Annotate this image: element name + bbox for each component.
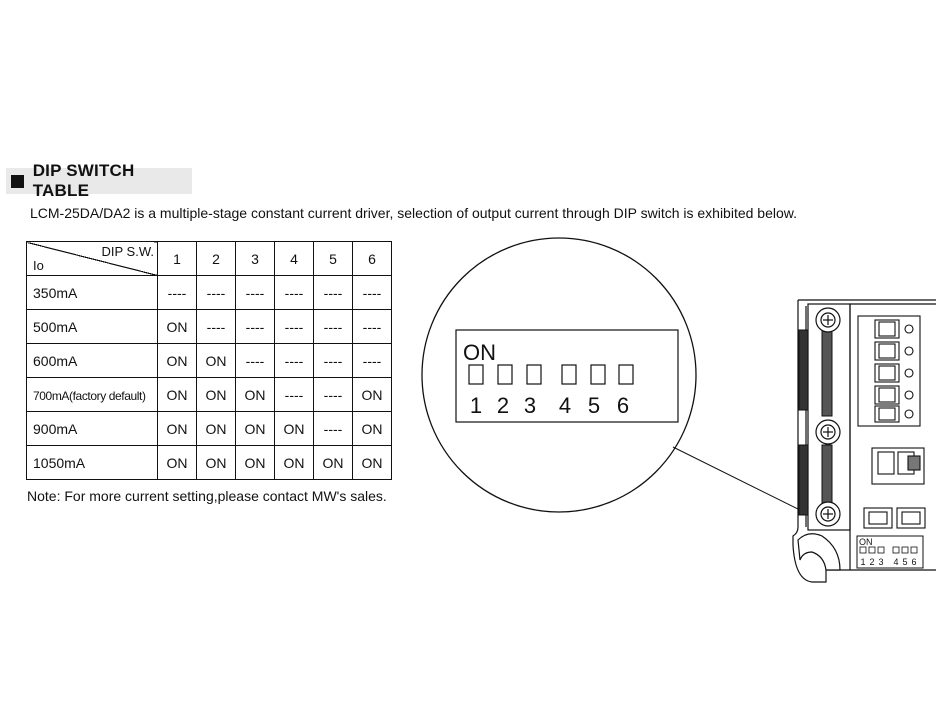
switch-state-cell: ---- xyxy=(235,275,275,310)
magnified-switch-slots xyxy=(468,364,634,385)
dip-switch-table: DIP S.W. Io 1 2 3 4 5 6 350mA-----------… xyxy=(26,241,392,480)
switch-state-cell: ON xyxy=(274,411,314,446)
switch-number: 6 xyxy=(617,393,629,418)
device-switch-number: 1 xyxy=(860,557,865,567)
terminal-block xyxy=(857,315,921,427)
switch-state-cell: ---- xyxy=(352,309,392,344)
device-on-label: ON xyxy=(859,537,873,547)
current-label-text: 700mA(factory default) xyxy=(33,388,146,403)
magnifier-circle xyxy=(421,237,697,513)
screws xyxy=(815,307,841,527)
switch-state-cell: ---- xyxy=(274,343,314,378)
row-current-label: 700mA(factory default) xyxy=(26,377,158,412)
device-switch-number: 4 xyxy=(893,557,898,567)
switch-state-cell: ON xyxy=(235,445,275,480)
switch-number: 1 xyxy=(470,393,482,418)
mounting-hook xyxy=(797,533,841,571)
switch-state-cell: ---- xyxy=(313,275,353,310)
switch-slot xyxy=(590,364,606,385)
row-current-label: 500mA xyxy=(26,309,158,344)
current-label-text: 1050mA xyxy=(33,454,86,471)
switch-state-cell: ---- xyxy=(235,343,275,378)
switch-slot xyxy=(468,364,484,385)
switch-state-cell: ON xyxy=(157,377,197,412)
switch-state-cell: ---- xyxy=(196,309,236,344)
switch-state-cell: ---- xyxy=(352,275,392,310)
magnified-on-label: ON xyxy=(463,340,496,365)
intro-text: LCM-25DA/DA2 is a multiple-stage constan… xyxy=(30,205,798,221)
row-current-label: 900mA xyxy=(26,411,158,446)
switch-number: 3 xyxy=(524,393,536,418)
corner-io-label: Io xyxy=(33,258,44,273)
column-header: 1 xyxy=(157,241,197,276)
switch-state-cell: ON xyxy=(196,445,236,480)
current-label-text: 500mA xyxy=(33,318,78,335)
switch-state-cell: ON xyxy=(196,411,236,446)
magnified-dip-switch xyxy=(455,329,679,423)
current-label-text: 900mA xyxy=(33,420,78,437)
section-header: DIP SWITCH TABLE xyxy=(6,161,192,200)
device-switch-number: 6 xyxy=(911,557,916,567)
column-header: 5 xyxy=(313,241,353,276)
device-switch-number: 3 xyxy=(878,557,883,567)
device-switch-number: 5 xyxy=(902,557,907,567)
switch-slot xyxy=(618,364,634,385)
switch-state-cell: ---- xyxy=(274,275,314,310)
switch-state-cell: ---- xyxy=(235,309,275,344)
device-dip-switch: ON 1 2 3 4 5 6 xyxy=(856,535,924,569)
table-corner-cell: DIP S.W. Io xyxy=(26,241,158,276)
jack-ports xyxy=(863,507,926,529)
switch-state-cell: ON xyxy=(157,445,197,480)
row-current-label: 1050mA xyxy=(26,445,158,480)
switch-slot xyxy=(526,364,542,385)
header-square-icon xyxy=(11,174,24,188)
switch-state-cell: ---- xyxy=(352,343,392,378)
device-switch-number: 2 xyxy=(869,557,874,567)
current-label-text: 350mA xyxy=(33,284,78,301)
connector-block xyxy=(871,447,925,485)
section-title: DIP SWITCH TABLE xyxy=(32,161,135,200)
switch-state-cell: ON xyxy=(235,411,275,446)
switch-number: 2 xyxy=(497,393,509,418)
switch-state-cell: ON xyxy=(352,445,392,480)
table-row: 350mA------------------------ xyxy=(26,275,392,310)
switch-state-cell: ON xyxy=(352,411,392,446)
switch-state-cell: ON xyxy=(352,377,392,412)
note-text: Note: For more current setting,please co… xyxy=(27,488,387,504)
switch-state-cell: ---- xyxy=(157,275,197,310)
corner-dip-sw-label: DIP S.W. xyxy=(101,244,155,259)
switch-state-cell: ---- xyxy=(313,377,353,412)
switch-number: 5 xyxy=(588,393,600,418)
column-header: 6 xyxy=(352,241,392,276)
switch-slot xyxy=(497,364,513,385)
switch-slot xyxy=(561,364,577,385)
table-header-row: DIP S.W. Io 1 2 3 4 5 6 xyxy=(26,241,392,276)
callout-line xyxy=(672,446,809,515)
current-label-text: 600mA xyxy=(33,352,78,369)
switch-number: 4 xyxy=(559,393,571,418)
switch-state-cell: ON xyxy=(157,309,197,344)
switch-state-cell: ON xyxy=(157,411,197,446)
